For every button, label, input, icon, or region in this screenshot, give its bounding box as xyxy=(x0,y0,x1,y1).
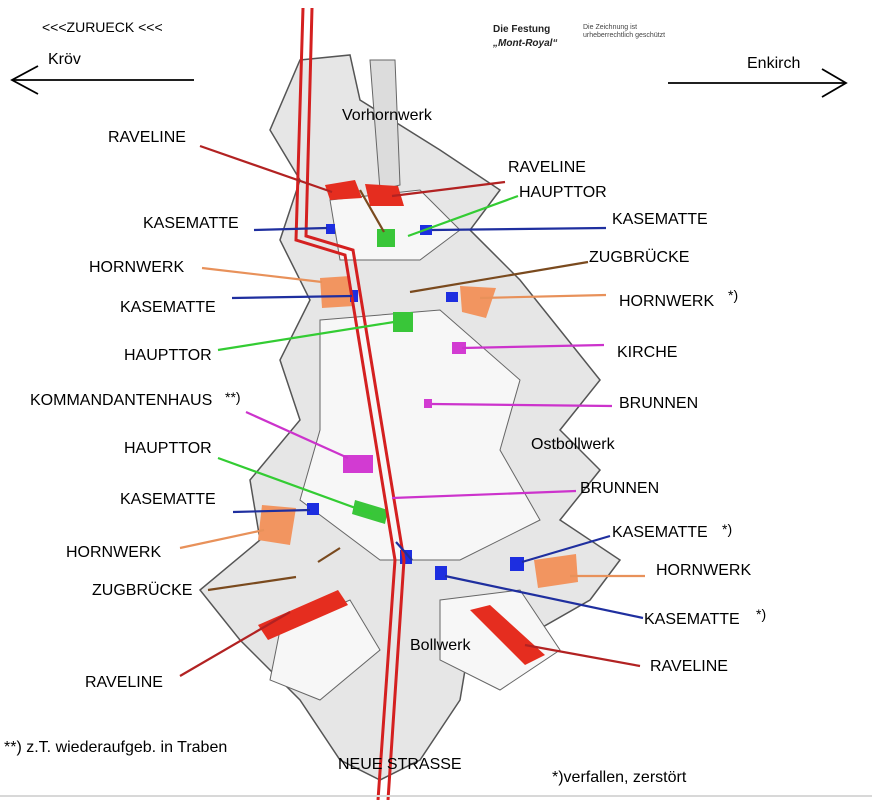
direction-arrows xyxy=(10,65,848,98)
label-kasematte-left-2: KASEMATTE xyxy=(120,299,216,316)
copyright-note: Die Zeichnung ist urheberrechtlich gesch… xyxy=(583,24,666,40)
label-hornwerk-right-2: HORNWERK xyxy=(656,562,752,579)
label-kasematte-left-1: KASEMATTE xyxy=(143,215,239,232)
footnote-double-star: **) z.T. wiederaufgeb. in Traben xyxy=(4,739,228,756)
label-zugbruecke-low: ZUGBRÜCKE xyxy=(92,582,193,599)
label-vorhornwerk: Vorhornwerk xyxy=(342,107,432,124)
label-hornwerk-left-1: HORNWERK xyxy=(89,259,185,276)
raveline-bottom-right-marker xyxy=(470,605,545,665)
leader-lines xyxy=(179,144,645,677)
label-haupttor-top: HAUPTTOR xyxy=(519,184,607,201)
hornwerk-right-lower-marker xyxy=(534,554,578,588)
label-ostbollwerk: Ostbollwerk xyxy=(531,436,615,453)
kirche-markers xyxy=(343,342,466,473)
kasematte-top-left-marker xyxy=(326,224,335,234)
label-raveline-bottom-left: RAVELINE xyxy=(85,674,163,691)
map-title-line1: Die Festung xyxy=(493,24,551,35)
arrow-right-icon[interactable] xyxy=(668,68,848,98)
label-brunnen-1: BRUNNEN xyxy=(619,395,699,412)
hornwerk-right-upper-marker xyxy=(460,286,496,318)
footnote-single-star: *)verfallen, zerstört xyxy=(552,769,687,786)
kommandantenhaus-marker xyxy=(343,455,373,473)
hornwerk-markers xyxy=(258,276,578,588)
label-brunnen-2: BRUNNEN xyxy=(580,480,660,497)
destination-right[interactable]: Enkirch xyxy=(747,55,801,72)
haupttor-markers xyxy=(352,229,413,524)
raveline-top-right-marker xyxy=(365,184,404,206)
kasematte-left-mid-marker xyxy=(350,290,358,302)
map-title-line2: „Mont-Royal“ xyxy=(493,38,558,49)
kasematte-left-low-marker xyxy=(307,503,319,515)
label-bollwerk: Bollwerk xyxy=(410,637,471,654)
label-raveline-bottom-right: RAVELINE xyxy=(650,658,728,675)
raveline-markers xyxy=(258,180,545,665)
label-kommandantenhaus-mark: **) xyxy=(225,389,241,405)
label-hornwerk-right-1-mark: *) xyxy=(728,287,739,303)
brunnen-1-marker xyxy=(424,399,432,408)
back-link[interactable]: <<<ZURUECK <<< xyxy=(42,19,163,35)
label-haupttor-low: HAUPTTOR xyxy=(124,440,212,457)
raveline-top-left-marker xyxy=(325,180,362,200)
hornwerk-left-lower-marker xyxy=(258,505,296,545)
arrow-left-icon[interactable] xyxy=(10,65,194,95)
label-kasematte-left-3: KASEMATTE xyxy=(120,491,216,508)
kasematte-right-low-marker xyxy=(510,557,524,571)
label-kasematte-right-1: KASEMATTE xyxy=(612,211,708,228)
label-haupttor-mid: HAUPTTOR xyxy=(124,347,212,364)
raveline-bottom-left-marker xyxy=(258,590,348,640)
label-neue-strasse: NEUE STRASSE xyxy=(338,756,462,773)
label-kommandantenhaus: KOMMANDANTENHAUS xyxy=(30,392,213,409)
label-hornwerk-right-1: HORNWERK xyxy=(619,293,715,310)
kasematte-right-mid-marker xyxy=(446,292,458,302)
haupttor-mid-marker xyxy=(393,312,413,332)
label-kirche: KIRCHE xyxy=(617,344,678,361)
haupttor-top-marker xyxy=(377,229,395,247)
destination-left[interactable]: Kröv xyxy=(48,51,81,68)
label-kasematte-right-3-mark: *) xyxy=(756,606,767,622)
label-hornwerk-left-2: HORNWERK xyxy=(66,544,162,561)
label-zugbruecke-top: ZUGBRÜCKE xyxy=(589,249,690,266)
label-raveline-top-right: RAVELINE xyxy=(508,159,586,176)
road xyxy=(294,7,406,800)
kirche-marker xyxy=(452,342,466,354)
label-kasematte-right-3: KASEMATTE xyxy=(644,611,740,628)
label-kasematte-right-2-mark: *) xyxy=(722,521,733,537)
label-kasematte-right-2: KASEMATTE xyxy=(612,524,708,541)
label-raveline-top-left: RAVELINE xyxy=(108,129,186,146)
map-title: Die Festung „Mont-Royal“ xyxy=(493,24,593,49)
haupttor-low-marker xyxy=(352,500,388,524)
hornwerk-left-upper-marker xyxy=(320,276,354,308)
kasematte-bollwerk-2-marker xyxy=(435,566,447,580)
